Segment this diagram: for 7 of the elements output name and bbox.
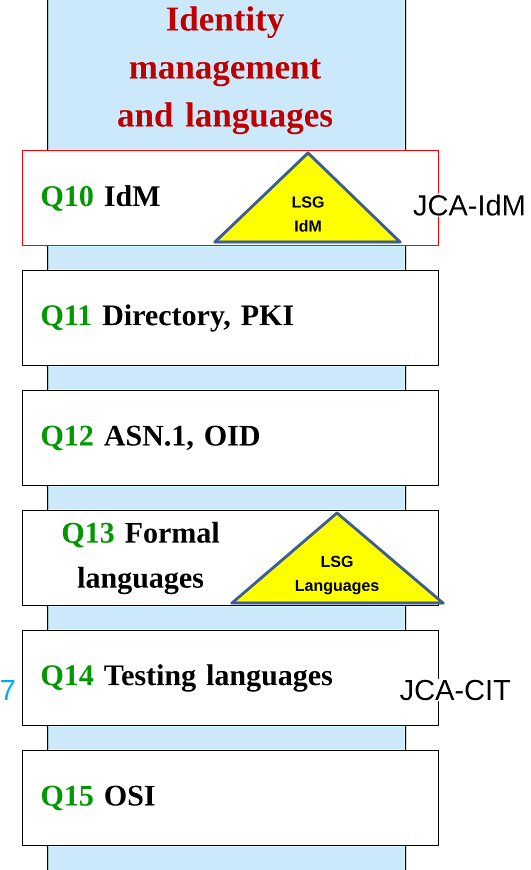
panel-title: Identity management and languages bbox=[118, 6, 332, 134]
question-box: Q15 OSI bbox=[22, 750, 439, 846]
side-label: JCA-IdM bbox=[412, 193, 527, 217]
side-label: 7 bbox=[0, 679, 17, 701]
question-box: Q12 ASN.1, OID bbox=[22, 390, 439, 486]
question-box: Q11 Directory, PKI bbox=[22, 270, 439, 366]
side-label: JCA-CIT bbox=[398, 678, 512, 702]
